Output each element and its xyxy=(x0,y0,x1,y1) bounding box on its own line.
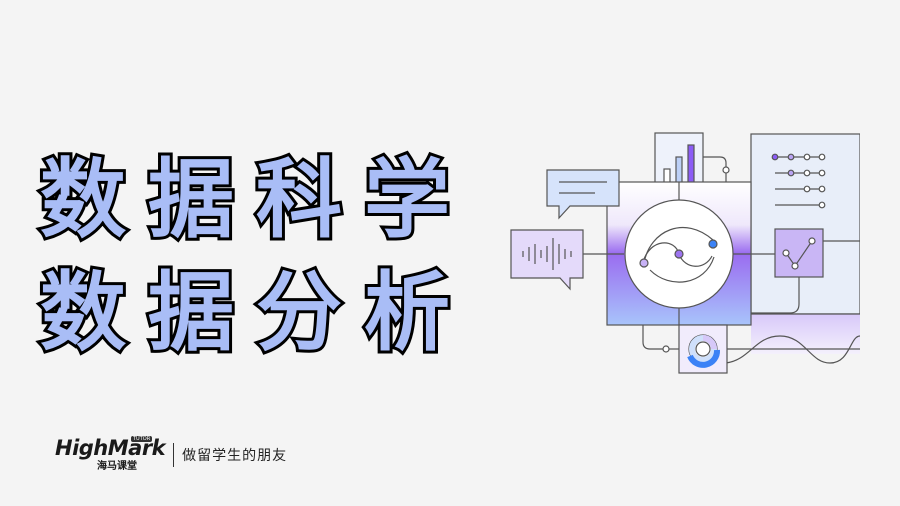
brand-tag: TUTOR xyxy=(131,436,153,442)
logo-divider xyxy=(173,443,175,467)
highmark-logo: HighMark 海马课堂 TUTOR xyxy=(55,436,166,472)
brand-name-cn: 海马课堂 xyxy=(97,461,137,472)
cycle-icon xyxy=(624,199,734,309)
title-line-2: 数据分析 xyxy=(37,262,472,363)
chat-bubble-icon xyxy=(546,169,620,220)
audio-wave-icon xyxy=(510,229,584,291)
brand-name-en: HighMark xyxy=(55,436,166,460)
data-science-illustration xyxy=(510,132,860,374)
bar-chart-icon xyxy=(654,132,730,184)
line-chart-icon xyxy=(751,228,860,314)
brand-logo: HighMark 海马课堂 TUTOR 做留学生的朋友 xyxy=(55,436,288,472)
wave-icon xyxy=(725,313,860,364)
slider-list-icon xyxy=(750,133,860,315)
title-line-1: 数据科学 xyxy=(37,149,472,250)
brand-slogan: 做留学生的朋友 xyxy=(182,448,288,464)
donut-chart-icon xyxy=(642,324,728,374)
